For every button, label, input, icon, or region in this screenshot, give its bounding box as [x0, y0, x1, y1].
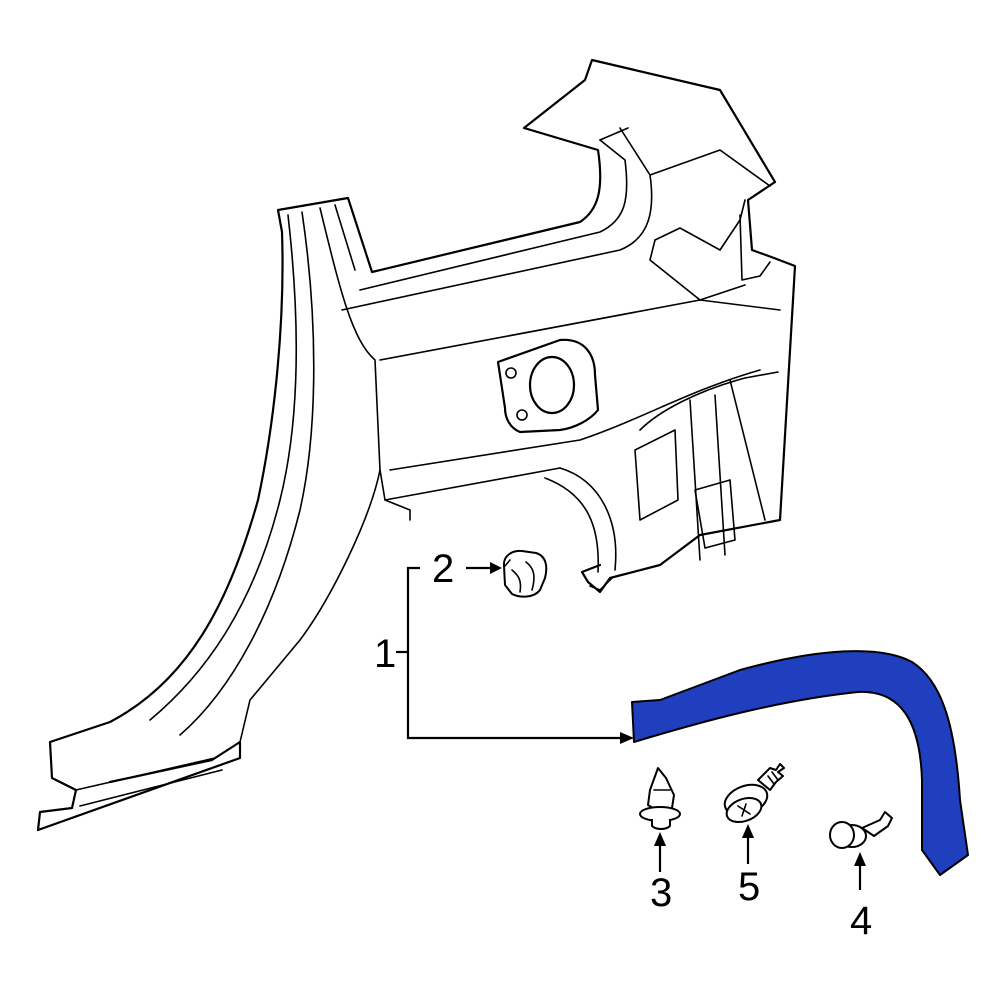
- callout-5: 5: [738, 865, 760, 909]
- callout-2: 2: [432, 547, 454, 591]
- quarter-panel: [36, 58, 797, 832]
- callout-3: 3: [650, 871, 672, 915]
- callout-1: 1: [374, 632, 396, 676]
- part4-bolt: [829, 811, 893, 849]
- wheel-opening-molding[interactable]: [631, 650, 969, 876]
- leader-lines: [396, 562, 866, 890]
- callout-4: 4: [850, 899, 872, 943]
- part5-screw: [723, 763, 785, 824]
- part3-push-clip: [639, 767, 681, 830]
- part2-retainer-clip: [502, 549, 548, 598]
